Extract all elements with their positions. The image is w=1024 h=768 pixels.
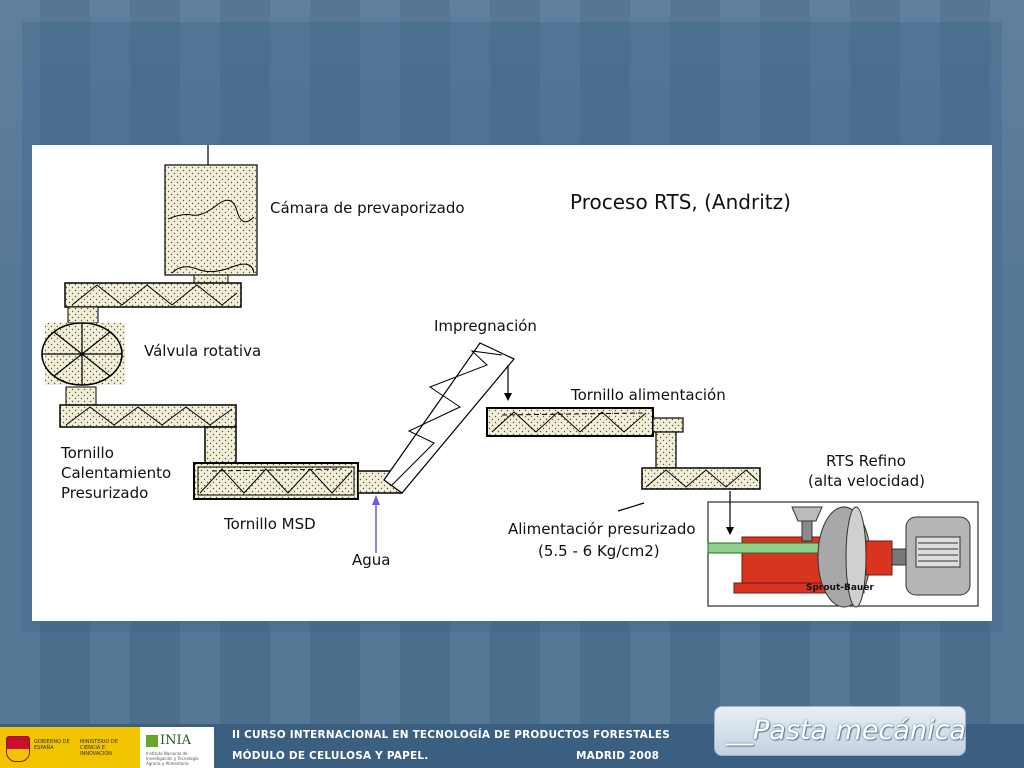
inia-logo: INIA Instituto Nacional de Investigación… [140, 727, 214, 768]
inia-name: INIA [160, 733, 192, 748]
msd-screw [193, 462, 359, 500]
impregnation-screw [383, 342, 515, 494]
label-rts-refino-1: RTS Refino [826, 452, 906, 470]
label-tornillo-msd: Tornillo MSD [223, 515, 316, 533]
coat-of-arms-icon [6, 736, 30, 762]
rts-refiner: Sprout-Bauer [707, 491, 979, 608]
inia-leaf-icon [146, 735, 158, 747]
government-logo: GOBIERNO DE ESPAÑA MINISTERIO DE CIENCIA… [0, 727, 140, 768]
prevaporization-chamber [164, 164, 258, 276]
label-rts-refino-2: (alta velocidad) [808, 472, 925, 490]
label-agua: Agua [352, 551, 390, 569]
label-tornillo-cal-2: Calentamiento [61, 464, 171, 482]
logo-gov-text: GOBIERNO DE ESPAÑA [34, 739, 70, 751]
footer-course-title: II CURSO INTERNACIONAL EN TECNOLOGÍA DE … [232, 729, 670, 741]
diagram-panel: Cámara de prevaporizado Proceso RTS, (An… [32, 145, 992, 621]
label-alim-pres-2: (5.5 - 6 Kg/cm2) [538, 542, 660, 560]
label-impregnacion: Impregnación [434, 317, 537, 335]
label-camara: Cámara de prevaporizado [270, 199, 465, 217]
label-tornillo-cal-1: Tornillo [60, 444, 114, 462]
label-valvula: Válvula rotativa [144, 342, 261, 360]
label-sprout-bauer: Sprout-Bauer [806, 583, 874, 593]
section-badge-text: __Pasta mecánica [726, 715, 966, 746]
logo-ministry-text: MINISTERIO DE CIENCIA E INNOVACIÓN [80, 739, 118, 757]
diagram-title: Proceso RTS, (Andritz) [570, 190, 791, 214]
top-screw-conveyor [64, 282, 242, 308]
label-tornillo-cal-3: Presurizado [61, 484, 148, 502]
pressurized-feed-screw [641, 467, 761, 490]
heating-screw [59, 404, 237, 428]
footer-location: MADRID 2008 [576, 750, 660, 762]
label-alim-pres-1: Alimentaciór presurizado [508, 520, 696, 538]
inia-subtitle: Instituto Nacional de Investigación y Te… [146, 751, 199, 766]
section-badge [714, 706, 966, 756]
process-diagram: Cámara de prevaporizado Proceso RTS, (An… [41, 145, 979, 608]
feed-screw [486, 407, 654, 437]
footer-module: MÓDULO DE CELULOSA Y PAPEL. [232, 750, 429, 762]
label-tornillo-alim: Tornillo alimentación [570, 386, 726, 404]
